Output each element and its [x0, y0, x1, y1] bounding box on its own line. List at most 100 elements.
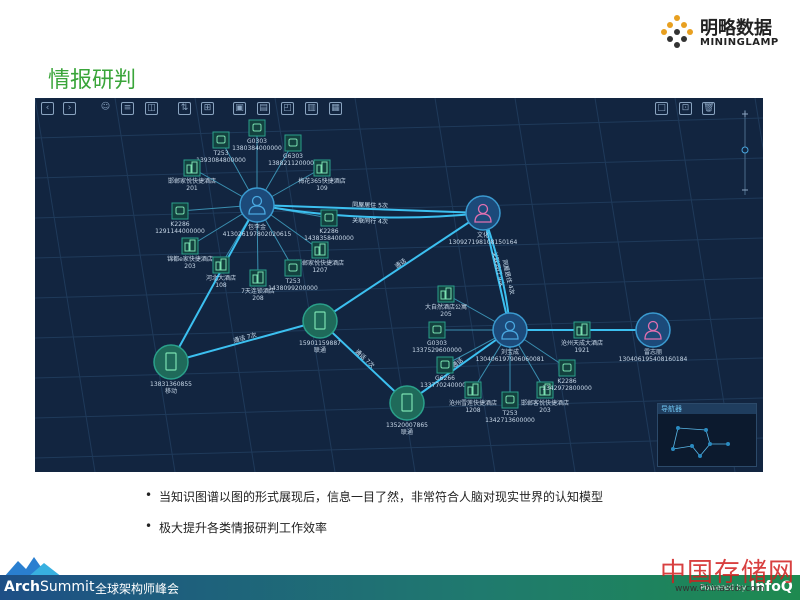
expand-icon[interactable]: ⊞	[201, 102, 214, 115]
phone-icon	[314, 311, 326, 330]
zoom-slider[interactable]	[741, 110, 749, 195]
node-label: 邯郸客悦快捷酒店	[521, 399, 569, 407]
delete-icon[interactable]: 🗑	[702, 102, 715, 115]
edge-label: 关联同行 4次	[352, 216, 388, 225]
node-label: T253	[284, 278, 300, 285]
minimap[interactable]: 导航器	[657, 403, 757, 467]
node-label: 1380384000000	[232, 145, 282, 152]
tool-icon-3[interactable]: ◰	[281, 102, 294, 115]
phone-icon	[401, 393, 413, 412]
node-label: 包李金	[248, 223, 266, 231]
node-label: 1921	[574, 347, 589, 354]
node-label: 208	[252, 295, 264, 302]
save-icon[interactable]: ⊡	[679, 102, 692, 115]
node-label: G0303	[427, 340, 447, 347]
node-label: 203	[184, 263, 196, 270]
person-icon	[644, 320, 662, 340]
train-icon	[171, 202, 189, 220]
train-icon	[436, 356, 454, 374]
node-label: 130406197906060081	[476, 356, 545, 363]
node-label: K2286	[319, 228, 338, 235]
train-icon	[248, 119, 266, 137]
relation-edge[interactable]	[319, 212, 484, 322]
edge-label: 通话 7次	[353, 347, 376, 369]
filter-icon[interactable]: ⇅	[178, 102, 191, 115]
layout-icon[interactable]: ≡	[121, 102, 134, 115]
tool-icon-5[interactable]: ▦	[329, 102, 342, 115]
infoq-logo: InfoQ	[750, 579, 793, 595]
person-icon	[501, 320, 519, 340]
person-icon	[248, 195, 266, 215]
back-icon[interactable]: ‹	[41, 102, 54, 115]
node-label: G6266	[435, 375, 455, 382]
logo-name-en: MININGLAMP	[700, 37, 779, 48]
relation-edge[interactable]	[170, 204, 258, 363]
node-label: 7天连锁酒店	[241, 287, 275, 295]
archsummit-brand: ArchSummit	[4, 579, 95, 595]
node-label: 1337529600000	[412, 347, 462, 354]
knowledge-graph[interactable]: 同屋居住 5次关联同行 4次通话 7次通话 7次通话关联同行 4次同屋居住 4次…	[35, 98, 763, 472]
powered-by: Powered by	[700, 583, 747, 592]
tool-icon-1[interactable]: ▣	[233, 102, 246, 115]
node-label: 108	[215, 282, 227, 289]
node-label: 1438099200000	[268, 285, 318, 292]
node-label: T253	[212, 150, 228, 157]
node-label: K2286	[557, 378, 576, 385]
node-label: 13831360855	[150, 381, 192, 388]
relation-edge[interactable]	[256, 204, 484, 219]
person-icon	[474, 203, 492, 223]
node-label: 201	[186, 185, 198, 192]
archsummit-mountain-icon	[4, 557, 62, 577]
node-label: 1291144000000	[155, 228, 205, 235]
person-icon[interactable]: ☺	[100, 102, 111, 112]
node-label: T253	[501, 410, 517, 417]
graph-app: 同屋居住 5次关联同行 4次通话 7次通话 7次通话关联同行 4次同屋居住 4次…	[35, 98, 763, 472]
phone-icon	[165, 352, 177, 371]
node-label: 移动	[165, 387, 177, 395]
relation-edge[interactable]	[170, 320, 321, 363]
node-label: 锦都e家快捷酒店	[167, 255, 213, 263]
node-label: K2286	[170, 221, 189, 228]
logo-mark-icon	[661, 15, 693, 48]
tool-icon-2[interactable]: ▤	[257, 102, 270, 115]
node-label: 1438358400000	[304, 235, 354, 242]
forward-icon[interactable]: ›	[63, 102, 76, 115]
database-icon[interactable]: ◫	[145, 102, 158, 115]
minimap-title: 导航器	[658, 404, 756, 414]
tool-icon-4[interactable]: ▥	[305, 102, 318, 115]
node-label: 1208	[465, 407, 480, 414]
node-label: 联通	[314, 346, 326, 354]
node-label: 130406195408160184	[619, 356, 688, 363]
relation-edge[interactable]	[256, 204, 484, 214]
node-label: 河北大酒店	[206, 274, 236, 282]
fullscreen-icon[interactable]: □	[655, 102, 668, 115]
node-label: G0303	[247, 138, 267, 145]
